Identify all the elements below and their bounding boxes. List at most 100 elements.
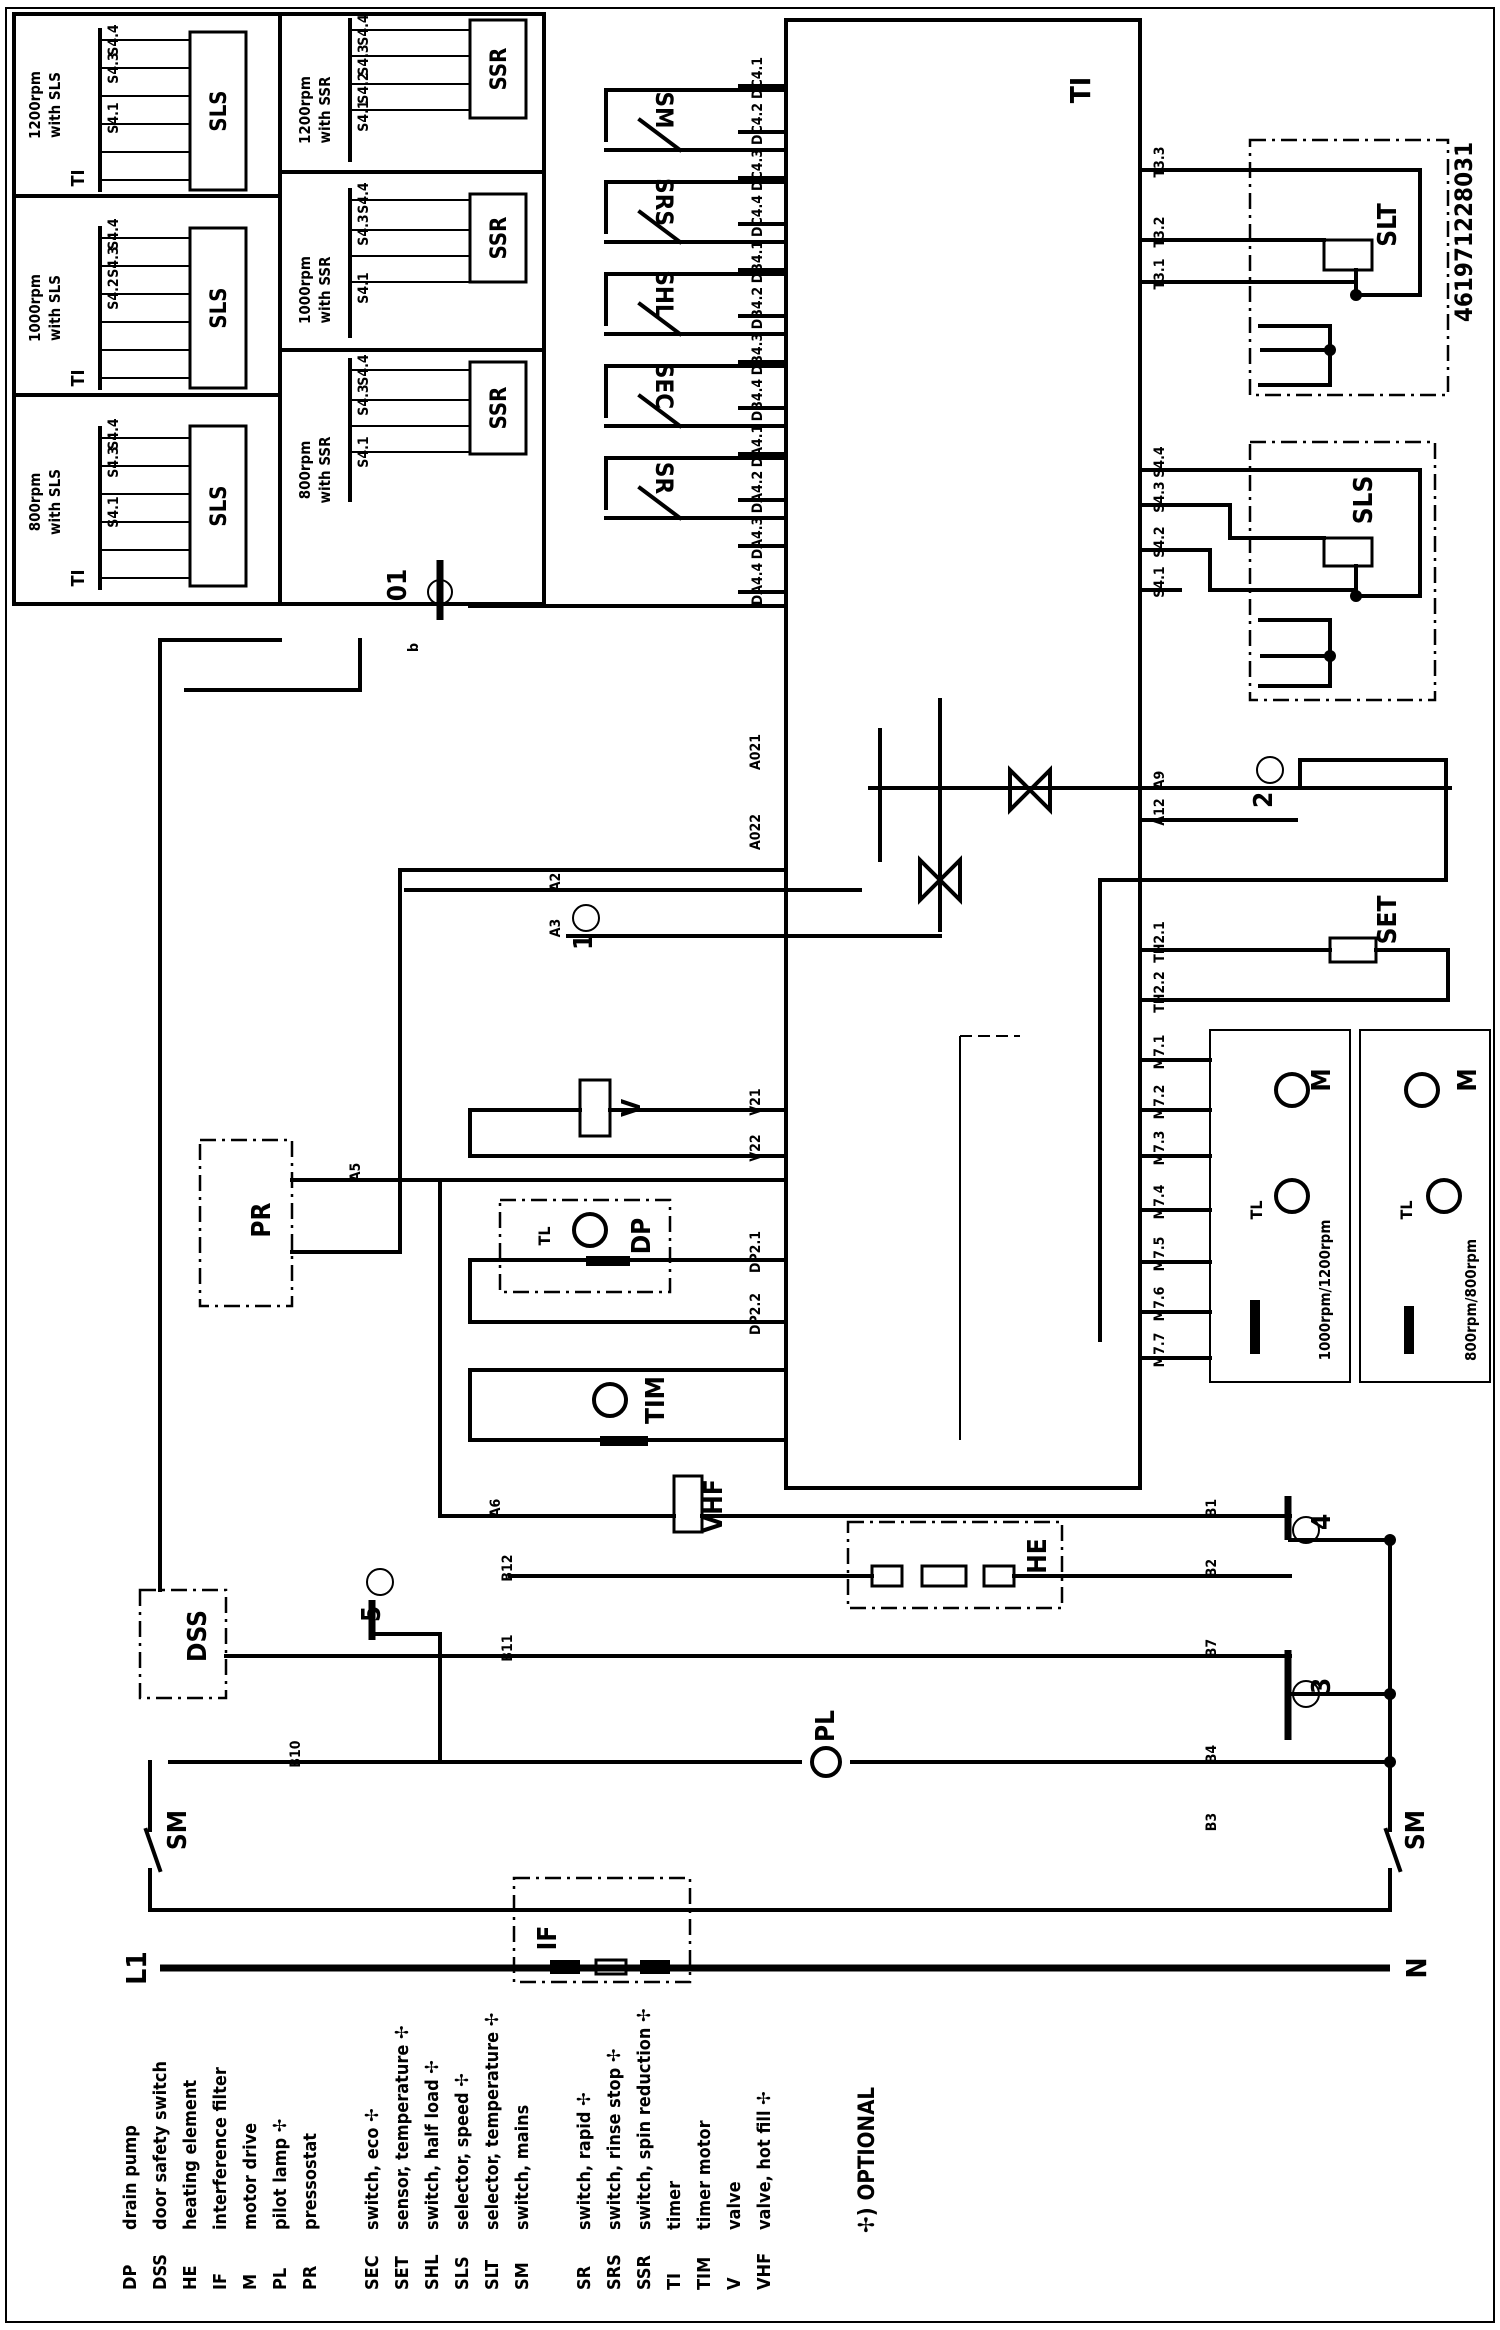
motor-range: 800rpm/800rpm [1462,1239,1480,1361]
sls-block [188,226,248,390]
set-sensor: SET [1138,896,1450,1002]
sls-right-label: SLS [1349,476,1379,525]
terminal-label: M7.6 [1152,1286,1168,1321]
motor-wires [959,1035,1212,1440]
terminal-label: DC4.3 [750,149,766,191]
speed-label: 1200rpm [296,76,314,144]
switch-label: SEC [650,363,678,409]
terminal-label: M7.3 [1152,1131,1168,1166]
contact-01-pin: b [406,643,422,652]
set-label: SET [1373,896,1403,945]
with-label: with SSR [316,76,334,144]
legend-desc: heating element [180,2080,201,2230]
slt-block: SLT [1138,138,1450,397]
with-label: with SLS [46,469,64,535]
legend-desc: door safety switch [150,2061,171,2230]
output-s42: S4.2 [106,278,122,309]
terminal-label: B2 [1204,1559,1220,1577]
terminal-label: B3 [1204,1813,1220,1831]
motor-1000-1200: M TL 1000rpm/1200rpm [1209,1029,1351,1383]
drain-pump-label: DP [627,1218,657,1255]
terminal-label: M7.7 [1152,1333,1168,1368]
switch-label: SM [650,91,678,128]
ssr-block [468,18,528,120]
speed-label: 800rpm [26,473,44,532]
legend-desc: switch, rapid ✢ [574,2092,595,2230]
heating-element: HE [508,1520,1292,1610]
pressostat-label: PR [247,1202,277,1237]
ti-label: TI [68,569,89,586]
legend-desc: selector, speed ✢ [452,2073,473,2230]
inset-sls-1000: SLS 1000rpm with SLS TI S4.2 S4.3 S4.4 [26,218,248,390]
timer-label: TI [1064,77,1097,104]
speed-label: 1000rpm [296,256,314,324]
terminal-label: A2 [548,873,564,892]
legend-desc: switch, half load ✢ [422,2060,443,2230]
output-s43: S4.3 [106,52,122,83]
terminal-label: DA4.3 [750,517,766,560]
legend-code: SEC [362,2255,383,2290]
if-label: IF [533,1926,563,1951]
terminal-label: DC4.2 [750,103,766,145]
terminal-label: M7.1 [1152,1035,1168,1070]
sls-block-label: SLS [207,485,232,526]
sls-block [188,30,248,192]
output-s44: S4.4 [106,418,122,450]
terminal-label: DA4.1 [750,425,766,468]
legend-code: V [724,2277,745,2290]
outer-frame [5,7,1495,2323]
sls-block [188,424,248,588]
legend-code: TI [664,2273,685,2290]
sls-block-right: SLS [1138,440,1437,702]
drain-pump-tl: TL [535,1227,554,1246]
legend-desc: switch, eco ✢ [362,2108,383,2230]
terminal-label: DB4.2 [750,287,766,329]
terminal-label: S4.3 [1152,481,1168,512]
output-s44: S4.4 [356,354,372,386]
contact-5-label: 5 [357,1606,387,1622]
terminal-label: A5 [348,1163,364,1182]
terminal-label: DP2.1 [748,1231,764,1273]
terminal-label: B4 [1204,1745,1220,1764]
terminal-label: DB4.4 [750,379,766,422]
inset-ssr-1200: SSR 1200rpm with SSR S4.4 S4.3 S4.2 S4.1 [296,14,528,162]
drain-pump: DP TL [468,1198,788,1324]
output-s41: S4.1 [106,102,122,133]
legend-desc: interference filter [210,2067,231,2230]
timer-terminals-left: DC4.1DC4.2DC4.3DC4.4DB4.1DB4.2DB4.3DB4.4… [738,57,788,606]
output-s43: S4.3 [356,214,372,245]
contact-1: 1 [404,888,942,950]
with-label: with SSR [316,436,334,504]
contact-3-label: 3 [1307,1678,1337,1694]
terminal-label: S4.1 [1152,566,1168,597]
document-number: 461971228031 [1450,142,1478,322]
legend-code: HE [180,2265,201,2290]
motor-range: 1000rpm/1200rpm [1316,1220,1334,1361]
ssr-block [468,360,528,456]
output-s44: S4.4 [106,218,122,250]
output-s43: S4.3 [106,246,122,277]
output-s41: S4.1 [356,272,372,303]
mains-switch-top: SM [143,1760,193,1912]
terminal-label: DC4.1 [750,57,766,99]
output-s41: S4.1 [106,496,122,527]
door-safety-switch: DSS [138,638,1292,1700]
terminal-label: B1 [1204,1499,1220,1517]
legend-code: IF [210,2273,231,2290]
output-s42: S4.2 [356,72,372,103]
motor-tl: TL [1247,1201,1266,1220]
sls-block-label: SLS [207,287,232,328]
terminal-label: DA4.4 [750,563,766,606]
legend-code: SET [392,2256,413,2290]
terminal-label: DB4.1 [750,241,766,283]
legend-desc: timer [664,2181,685,2230]
motor-m-label: M [1307,1068,1337,1091]
terminal-label: A6 [488,1499,504,1518]
mains-bottom-label: SM [1401,1810,1431,1850]
slt-label: SLT [1373,203,1403,246]
switch-label: SRS [650,178,678,226]
with-label: with SLS [46,275,64,341]
